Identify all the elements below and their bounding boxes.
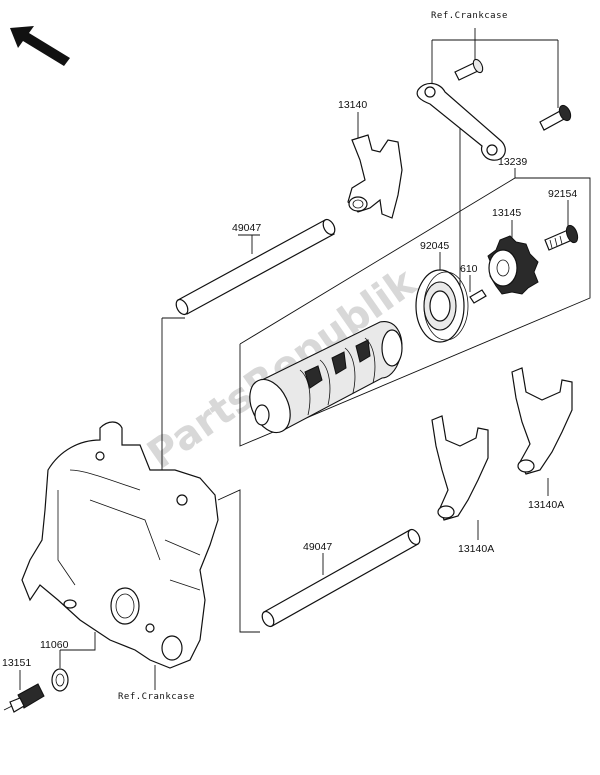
stopper-bracket [416, 58, 572, 161]
crankcase-housing [21, 421, 219, 669]
label-92154: 92154 [548, 188, 577, 200]
bolt-92154 [544, 224, 579, 251]
bearing-92045 [415, 269, 469, 343]
label-13239: 13239 [498, 156, 527, 168]
leader-lines [19, 28, 591, 690]
label-92045: 92045 [420, 240, 449, 252]
shift-rod-lower [261, 528, 421, 628]
label-49047-bottom: 49047 [303, 541, 332, 553]
label-13140a-right: 13140A [528, 499, 564, 511]
label-13140: 13140 [338, 99, 367, 111]
washer-11060 [51, 668, 69, 692]
neutral-switch-13151 [3, 683, 45, 713]
label-610: 610 [460, 263, 478, 275]
shift-fork-13140 [347, 134, 403, 219]
label-ref-crankcase-top: Ref.Crankcase [431, 11, 508, 21]
part-labels: Ref.Crankcase 13140 13239 92154 13145 49… [2, 11, 577, 702]
shift-fork-13140a-right [511, 367, 573, 475]
pin-610 [469, 289, 487, 304]
label-ref-crankcase-bottom: Ref.Crankcase [118, 692, 195, 702]
label-13145: 13145 [492, 207, 521, 219]
label-49047-top: 49047 [232, 222, 261, 234]
label-13140a-left: 13140A [458, 543, 494, 555]
front-arrow-icon [10, 26, 70, 66]
shift-fork-13140a-left [431, 415, 489, 521]
shift-rod-upper [175, 218, 336, 316]
shift-drum [249, 321, 403, 434]
shift-drum-cam [487, 235, 539, 295]
label-11060: 11060 [40, 639, 69, 651]
label-13151: 13151 [2, 657, 31, 669]
